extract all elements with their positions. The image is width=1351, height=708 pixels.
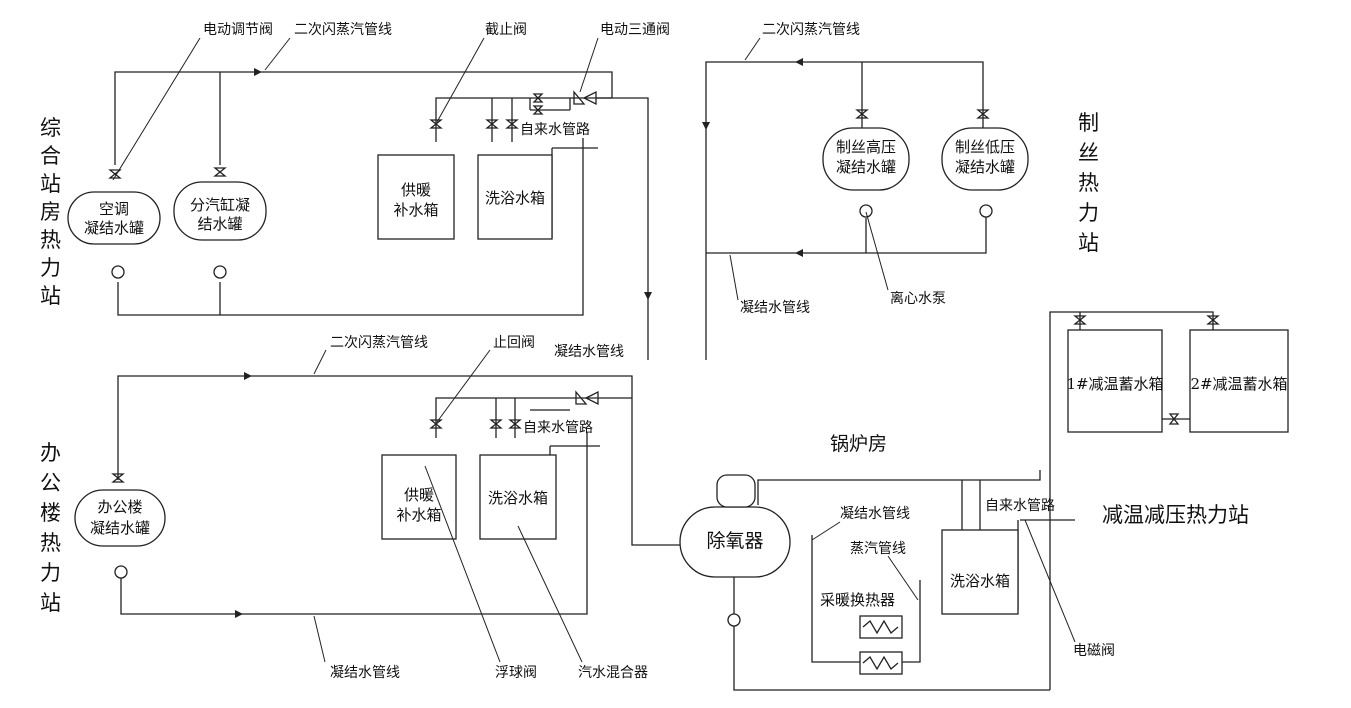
title-char: 站 xyxy=(40,172,61,196)
title-char: 制 xyxy=(1078,111,1099,135)
svg-text:凝结水罐: 凝结水罐 xyxy=(84,219,144,237)
label-condensate-line-1: 凝结水管线 xyxy=(740,300,810,316)
storage-tank-1: 1#减温蓄水箱 xyxy=(1066,329,1164,433)
label-flash-line-2: 二次闪蒸汽管线 xyxy=(762,22,860,38)
label-float-valve: 浮球阀 xyxy=(495,665,537,681)
label-stop-valve: 截止阀 xyxy=(485,22,527,38)
label-motor-reg-valve: 电动调节阀 xyxy=(203,22,273,38)
title-char: 公 xyxy=(40,471,61,495)
svg-text:凝结水罐: 凝结水罐 xyxy=(955,158,1015,176)
label-steam-line: 蒸汽管线 xyxy=(850,541,906,557)
title-char: 力 xyxy=(40,256,61,280)
label-tap-water-3: 自来水管路 xyxy=(985,498,1055,514)
svg-text:洗浴水箱: 洗浴水箱 xyxy=(950,572,1010,590)
svg-text:补水箱: 补水箱 xyxy=(396,506,441,524)
comprehensive-piping xyxy=(114,68,652,360)
label-centrifugal-pump: 离心水泵 xyxy=(890,290,946,307)
svg-text:除氧器: 除氧器 xyxy=(706,530,763,552)
heat-makeup-tank-1: 供暖 补水箱 xyxy=(377,154,455,240)
label-three-way-valve: 电动三通阀 xyxy=(600,22,670,38)
title-char: 热 xyxy=(40,531,61,555)
title-char: 力 xyxy=(40,561,61,585)
silk-hp-tank: 制丝高压 凝结水罐 xyxy=(822,127,910,191)
label-mixer: 汽水混合器 xyxy=(578,665,648,681)
callout-leaders xyxy=(112,37,1076,663)
svg-text:办公楼: 办公楼 xyxy=(97,498,142,516)
svg-text:洗浴水箱: 洗浴水箱 xyxy=(485,189,545,207)
station-title-boiler: 锅炉房 xyxy=(830,433,887,455)
label-tap-water-1: 自来水管路 xyxy=(520,122,590,138)
title-char: 站 xyxy=(1078,231,1099,255)
svg-text:洗浴水箱: 洗浴水箱 xyxy=(488,489,548,507)
svg-text:供暖: 供暖 xyxy=(404,486,434,504)
station-title-office: 办 公 楼 热 力 站 xyxy=(40,441,61,615)
svg-text:制丝高压: 制丝高压 xyxy=(836,138,896,156)
title-char: 站 xyxy=(40,591,61,615)
label-condensate-line-3: 凝结水管线 xyxy=(840,506,910,522)
svg-text:空调: 空调 xyxy=(99,200,129,218)
title-char: 力 xyxy=(1078,201,1099,225)
title-char: 热 xyxy=(1078,171,1099,195)
svg-text:凝结水罐: 凝结水罐 xyxy=(836,158,896,176)
title-char: 合 xyxy=(40,144,61,168)
label-condensate-line-4: 凝结水管线 xyxy=(330,665,400,681)
title-char: 楼 xyxy=(40,501,61,525)
label-flash-line-1: 二次闪蒸汽管线 xyxy=(294,22,392,38)
ac-condensate-tank: 空调 凝结水罐 xyxy=(67,191,161,245)
title-char: 房 xyxy=(40,200,61,224)
svg-text:分汽缸凝: 分汽缸凝 xyxy=(190,196,250,214)
label-condensate-line-2: 凝结水管线 xyxy=(554,344,624,360)
title-char: 热 xyxy=(40,228,61,252)
office-piping xyxy=(117,372,680,618)
svg-text:补水箱: 补水箱 xyxy=(393,201,438,219)
storage-tank-2: 2#减温蓄水箱 xyxy=(1189,329,1289,433)
svg-text:制丝低压: 制丝低压 xyxy=(955,138,1015,156)
bath-tank-3: 洗浴水箱 xyxy=(941,529,1019,615)
silk-piping xyxy=(702,58,987,360)
heat-exchanger: 采暖换热器 xyxy=(820,591,903,675)
station-title-comprehensive: 综 合 站 房 热 力 站 xyxy=(40,116,61,308)
svg-text:1#减温蓄水箱: 1#减温蓄水箱 xyxy=(1066,375,1163,393)
bath-tank-1: 洗浴水箱 xyxy=(477,154,553,240)
heat-makeup-tank-2: 供暖 补水箱 xyxy=(381,454,457,540)
valves-office xyxy=(111,390,599,579)
label-tap-water-2: 自来水管路 xyxy=(523,420,593,436)
office-condensate-tank: 办公楼 凝结水罐 xyxy=(74,489,166,547)
svg-text:2#减温蓄水箱: 2#减温蓄水箱 xyxy=(1190,375,1287,393)
title-char: 丝 xyxy=(1078,141,1099,165)
bath-tank-2: 洗浴水箱 xyxy=(479,454,557,540)
station-title-reduce: 减温减压热力站 xyxy=(1102,503,1249,527)
title-char: 办 xyxy=(40,441,61,465)
valves-top xyxy=(108,90,597,279)
split-condensate-tank: 分汽缸凝 结水罐 xyxy=(173,181,267,241)
label-check-valve: 止回阀 xyxy=(493,335,535,351)
silk-lp-tank: 制丝低压 凝结水罐 xyxy=(941,127,1029,191)
svg-text:结水罐: 结水罐 xyxy=(197,215,242,233)
label-flash-line-3: 二次闪蒸汽管线 xyxy=(330,335,428,351)
valves-silk xyxy=(855,109,993,218)
svg-text:凝结水罐: 凝结水罐 xyxy=(90,519,150,537)
deaerator: 除氧器 xyxy=(679,474,791,627)
reduce-piping xyxy=(1049,311,1214,690)
svg-text:供暖: 供暖 xyxy=(401,181,431,199)
label-solenoid-valve: 电磁阀 xyxy=(1073,643,1115,659)
title-char: 综 xyxy=(40,116,61,140)
valves-reduce xyxy=(1073,315,1220,425)
station-title-silk: 制 丝 热 力 站 xyxy=(1078,111,1099,255)
svg-text:采暖换热器: 采暖换热器 xyxy=(820,591,895,609)
title-char: 站 xyxy=(40,284,61,308)
